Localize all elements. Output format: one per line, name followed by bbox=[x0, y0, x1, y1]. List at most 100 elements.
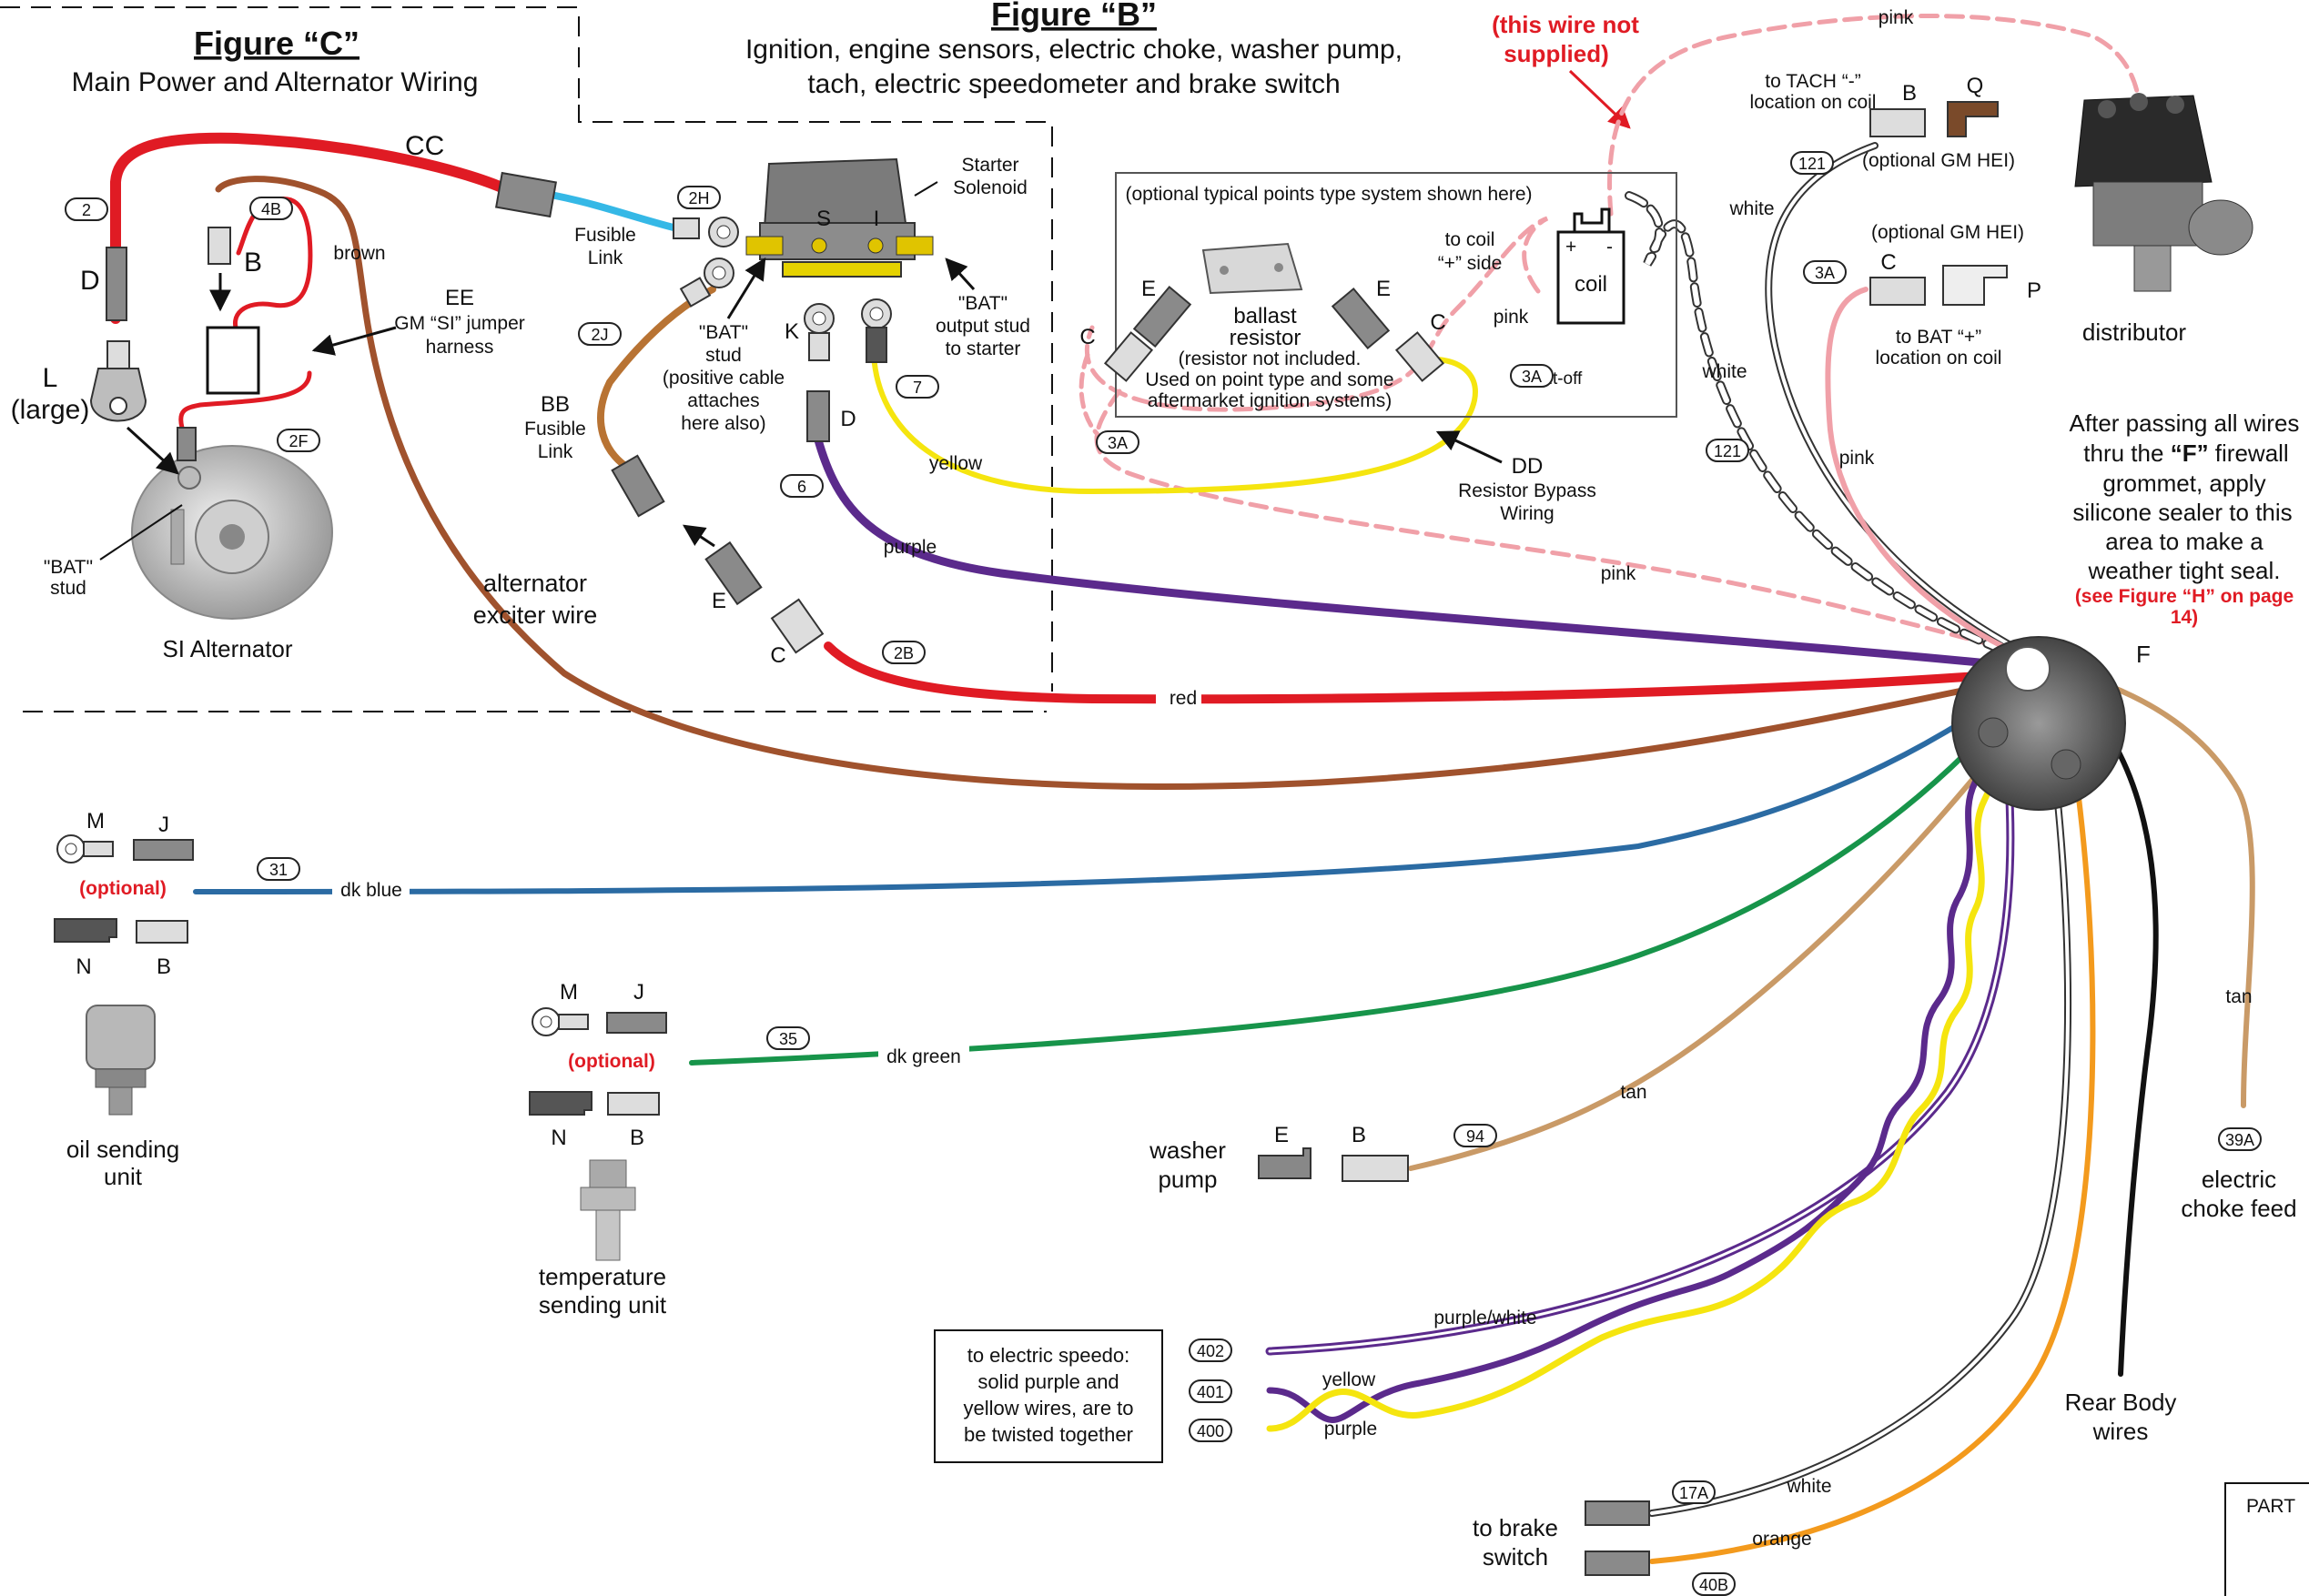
label-c-right: C bbox=[1430, 310, 1445, 335]
label-choke-1: electric bbox=[2202, 1166, 2276, 1193]
label-white-3: white bbox=[1786, 1476, 1831, 1497]
label-j2: J bbox=[633, 980, 644, 1005]
firewall-grommet bbox=[1951, 636, 2126, 811]
oil-sender-area: M J (optional) N B oil sending unit dk b… bbox=[54, 809, 410, 1190]
label-white-2: white bbox=[1701, 361, 1747, 382]
ring-terminal-m1 bbox=[56, 834, 114, 864]
badge-40b: 40B bbox=[1692, 1572, 1736, 1596]
label-points-note: (optional typical points type system sho… bbox=[1125, 184, 1532, 205]
label-k: K bbox=[785, 319, 799, 344]
wire-number-badges: 2 4B 2F 2H 2J 7 6 2B 3A 3A 3A 121 121 31… bbox=[65, 151, 2262, 1596]
figure-c-components: D CC Fusible Link L (large) B EE GM “SI”… bbox=[11, 131, 636, 662]
label-washer-2: pump bbox=[1158, 1166, 1217, 1193]
coil-symbol: + - bbox=[1556, 207, 1625, 325]
label-b1: B bbox=[157, 955, 171, 979]
label-hei-2: (optional GM HEI) bbox=[1871, 222, 2024, 243]
points-system-box bbox=[1115, 172, 1677, 418]
svg-text:121: 121 bbox=[1798, 155, 1826, 173]
figure-b-components: S I Starter Solenoid "BAT" stud (positiv… bbox=[524, 7, 1914, 710]
label-bb: BB bbox=[541, 392, 570, 417]
connector-n2 bbox=[529, 1091, 592, 1116]
ring-terminal-k bbox=[804, 303, 835, 361]
wire-pink-dashed-lower bbox=[1085, 216, 2019, 653]
wire-not-supplied-arrow bbox=[1568, 69, 1631, 129]
label-ballast-3: (resistor not included. bbox=[1179, 348, 1362, 369]
connector-c-right bbox=[1394, 331, 1445, 382]
svg-text:121: 121 bbox=[1714, 442, 1741, 460]
badge-402: 402 bbox=[1189, 1338, 1232, 1362]
label-bb-2: Link bbox=[538, 441, 573, 462]
label-ee: EE bbox=[445, 286, 474, 310]
connector-e-w bbox=[1258, 1147, 1311, 1179]
figure-c-subtitle: Main Power and Alternator Wiring bbox=[72, 67, 479, 97]
distributor-area: to TACH “-” location on coil B Q (option… bbox=[1701, 71, 2299, 668]
wire-twist-yellow bbox=[1266, 720, 2010, 1432]
svg-text:35: 35 bbox=[779, 1030, 797, 1048]
badge-121-bottom: 121 bbox=[1706, 439, 1749, 462]
svg-text:40B: 40B bbox=[1699, 1576, 1728, 1594]
badge-401: 401 bbox=[1189, 1379, 1232, 1403]
label-pink-small: pink bbox=[1494, 307, 1529, 328]
label-dd-2: Wiring bbox=[1500, 503, 1555, 524]
label-oil-1: oil sending bbox=[66, 1136, 179, 1163]
figure-c-boundary bbox=[0, 6, 1047, 712]
label-to-coil-2: “+” side bbox=[1438, 253, 1503, 274]
ring-terminal-7 bbox=[861, 298, 892, 363]
label-bat-out-2: output stud bbox=[936, 316, 1030, 337]
label-s: S bbox=[816, 207, 831, 231]
label-d-fig-b: D bbox=[840, 407, 856, 431]
badge-2: 2 bbox=[65, 197, 108, 221]
svg-text:402: 402 bbox=[1197, 1342, 1224, 1360]
label-to-tach-2: location on coil bbox=[1750, 92, 1877, 113]
label-firewall-2a: thru the bbox=[2083, 439, 2170, 467]
wire-pink-dashed-top bbox=[1607, 14, 2142, 217]
distributor-image bbox=[2074, 93, 2253, 292]
label-e-fig-b: E bbox=[712, 589, 726, 613]
starter-solenoid bbox=[745, 157, 934, 278]
label-alt-exciter-2: exciter wire bbox=[473, 601, 598, 629]
label-n2: N bbox=[551, 1126, 566, 1150]
svg-text:2J: 2J bbox=[591, 326, 608, 344]
label-starter-2: Solenoid bbox=[953, 177, 1028, 198]
label-speedo-2: solid purple and bbox=[977, 1370, 1119, 1393]
wire-not-supplied-1: (this wire not bbox=[1492, 11, 1639, 38]
svg-text:400: 400 bbox=[1197, 1422, 1224, 1440]
badge-94: 94 bbox=[1453, 1124, 1497, 1147]
svg-text:+: + bbox=[1565, 237, 1576, 258]
label-pink-mid: pink bbox=[1601, 563, 1636, 584]
svg-text:2H: 2H bbox=[688, 189, 709, 207]
label-to-tach-1: to TACH “-” bbox=[1765, 71, 1860, 92]
svg-text:31: 31 bbox=[269, 861, 288, 879]
label-white-1: white bbox=[1728, 198, 1774, 219]
label-yellow-2: yellow bbox=[1322, 1369, 1376, 1390]
temp-sender-area: M J (optional) N B temperature sending u… bbox=[529, 980, 969, 1318]
svg-text:7: 7 bbox=[913, 379, 922, 397]
svg-text:94: 94 bbox=[1466, 1127, 1484, 1146]
label-dd-1: Resistor Bypass bbox=[1458, 480, 1596, 501]
badge-2f: 2F bbox=[277, 429, 320, 452]
connector-c-fig-b bbox=[770, 598, 825, 654]
label-dd: DD bbox=[1512, 454, 1544, 479]
label-bat-out-3: to starter bbox=[946, 338, 1021, 359]
label-bat-out-1: "BAT" bbox=[958, 293, 1008, 314]
svg-text:6: 6 bbox=[797, 478, 806, 496]
label-firewall-6: weather tight seal. bbox=[2087, 557, 2280, 584]
label-starter-1: Starter bbox=[961, 155, 1018, 176]
fuse-d-connector bbox=[106, 247, 127, 321]
badge-7: 7 bbox=[896, 375, 939, 399]
label-bat-pos-3: (positive cable bbox=[663, 368, 785, 389]
figure-c-title: Figure “C” bbox=[194, 25, 360, 62]
label-temp-1: temperature bbox=[539, 1263, 666, 1290]
label-bat-pos-2: stud bbox=[705, 345, 742, 366]
label-hei-1: (optional GM HEI) bbox=[1862, 150, 2015, 171]
label-firewall-3: grommet, apply bbox=[2102, 470, 2265, 497]
label-c-fig-b: C bbox=[770, 643, 785, 668]
label-ee-1: GM “SI” jumper bbox=[394, 313, 525, 334]
label-washer-1: washer bbox=[1149, 1136, 1226, 1164]
label-m1: M bbox=[86, 809, 105, 833]
label-f: F bbox=[2136, 641, 2151, 668]
label-e-right: E bbox=[1376, 277, 1391, 301]
svg-text:2F: 2F bbox=[289, 432, 308, 450]
label-orange: orange bbox=[1752, 1529, 1811, 1550]
